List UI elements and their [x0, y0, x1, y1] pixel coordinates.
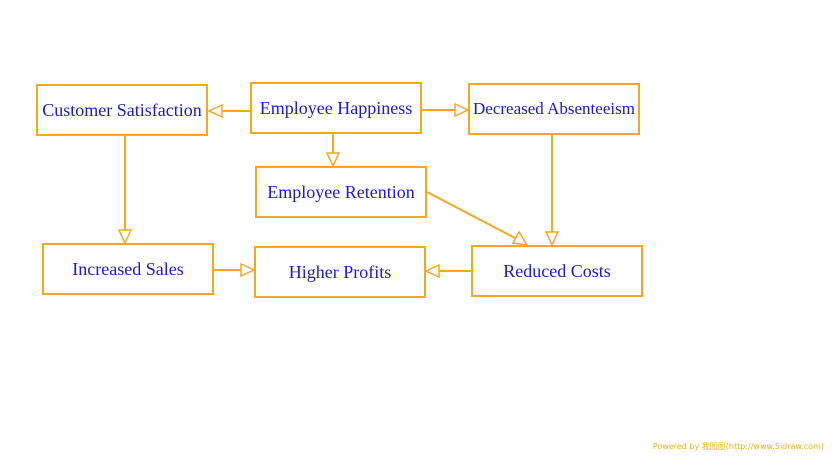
- node-employee-retention[interactable]: Employee Retention: [255, 166, 427, 218]
- node-reduced-costs[interactable]: Reduced Costs: [471, 245, 643, 297]
- edge-costs-to-profits: [424, 263, 471, 279]
- edge-happiness-to-customer: [207, 103, 250, 119]
- node-higher-profits[interactable]: Higher Profits: [254, 246, 426, 298]
- edge-happiness-to-retention: [325, 134, 341, 168]
- node-label: Employee Retention: [267, 181, 415, 202]
- edge-happiness-to-absenteeism: [422, 102, 470, 118]
- node-employee-happiness[interactable]: Employee Happiness: [250, 82, 422, 134]
- edge-retention-to-costs: [426, 191, 529, 246]
- node-customer-satisfaction[interactable]: Customer Satisfaction: [36, 84, 208, 136]
- edge-sales-to-profits: [214, 262, 256, 278]
- footer-credit: Powered by 我图图(http://www.5idraw.com): [652, 442, 824, 451]
- edge-absenteeism-to-costs: [544, 135, 560, 247]
- node-decreased-absenteeism[interactable]: Decreased Absenteeism: [468, 83, 640, 135]
- node-label: Higher Profits: [288, 261, 392, 282]
- node-label: Decreased Absenteeism: [473, 99, 635, 118]
- edge-customer-to-sales: [117, 136, 133, 245]
- node-label: Employee Happiness: [259, 97, 413, 118]
- node-increased-sales[interactable]: Increased Sales: [42, 243, 214, 295]
- node-label: Increased Sales: [72, 258, 184, 279]
- node-label: Customer Satisfaction: [42, 99, 202, 120]
- node-label: Reduced Costs: [503, 260, 611, 281]
